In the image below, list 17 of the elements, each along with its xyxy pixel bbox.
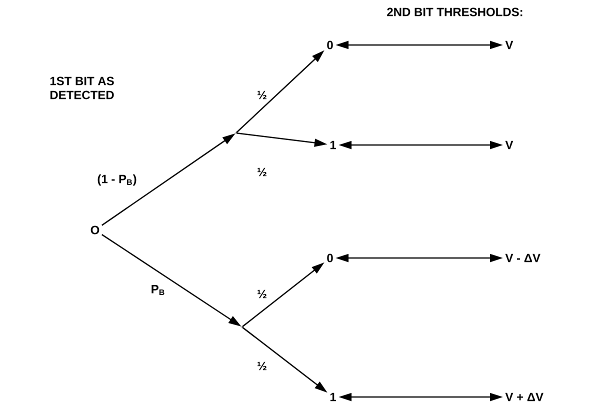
node-label: 1 [330,392,336,402]
edge-label: ½ [256,90,268,100]
node-label: O [90,226,100,234]
node-label: V [505,40,514,50]
edge-label: ½ [256,288,268,300]
heading: 2ND BIT THRESHOLDS: [387,8,522,16]
edge-label: ½ [256,360,268,372]
node-label: V [505,140,514,150]
edge-label: ½ [256,166,268,178]
edge-label: P$_{B}$ [150,284,166,296]
node-label: 0 [327,254,333,262]
node-label: V - ΔV [505,254,540,262]
heading: 1ST BIT AS DETECTED [50,76,114,100]
node-label: V + ΔV [505,392,544,402]
node-label: 0 [327,40,333,50]
node-label: 1 [330,140,336,150]
edge-label: (1 - P$_{B}$) [96,173,138,187]
